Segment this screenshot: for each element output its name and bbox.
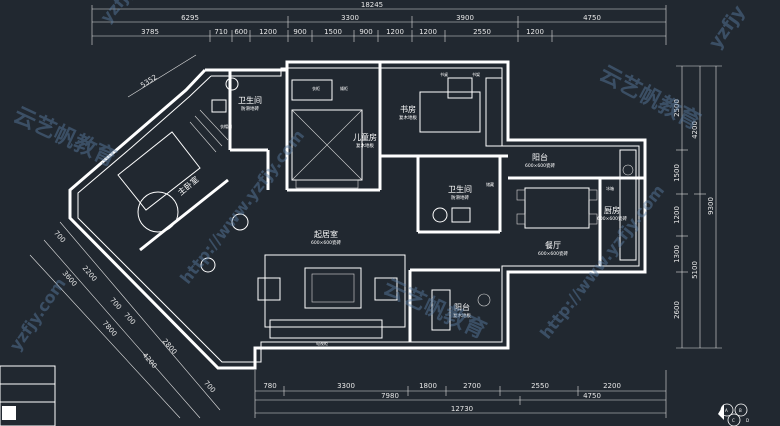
dim-overall-top: 18245 bbox=[361, 1, 383, 9]
room-bath2-sub: 防滑地砖 bbox=[451, 194, 469, 201]
dim-left-c1: 2800 bbox=[161, 337, 179, 356]
room-balcony1-name: 阳台 bbox=[532, 152, 548, 162]
dim-right-in-4: 1300 bbox=[673, 245, 681, 263]
right-dimensions: 2500 1500 1200 1300 2600 4200 5100 9300 bbox=[673, 65, 722, 349]
dim-top-r2-4: 1200 bbox=[259, 28, 277, 36]
dim-bot-r1-2: 3300 bbox=[337, 382, 355, 390]
dim-top-r2-5: 900 bbox=[293, 28, 306, 36]
dim-top-r2-6: 1500 bbox=[324, 28, 342, 36]
dim-bot-r1-1: 780 bbox=[263, 382, 276, 390]
watermark-brand-left: 云艺帆教育 bbox=[9, 102, 120, 172]
dim-bot-r1-3: 1800 bbox=[419, 382, 437, 390]
dim-bot-r1-5: 2550 bbox=[531, 382, 549, 390]
dim-right-in-5: 2600 bbox=[673, 301, 681, 319]
annotation-6: 电视柜 bbox=[316, 340, 328, 346]
room-bath2-name: 卫生间 bbox=[448, 184, 472, 194]
dim-left-top: 5352 bbox=[139, 73, 158, 89]
dim-right-mid-1: 4200 bbox=[691, 121, 699, 139]
dim-left-a3: 700 bbox=[108, 296, 123, 311]
watermark-url-right: http://www.yzfjy.com bbox=[536, 181, 668, 342]
marker-a: A bbox=[725, 408, 728, 413]
marker-b: B bbox=[739, 408, 742, 413]
room-kitchen-name: 厨房 bbox=[604, 205, 620, 215]
room-study-sub: 复木地板 bbox=[399, 114, 417, 121]
dim-top-r1-1: 6295 bbox=[181, 14, 199, 22]
dim-bot-r1-4: 2700 bbox=[463, 382, 481, 390]
dim-top-r2-1: 3785 bbox=[141, 28, 159, 36]
room-study-name: 书房 bbox=[400, 104, 416, 114]
watermark-url-left: yzfjy.com bbox=[6, 274, 70, 354]
dim-left-a1: 700 bbox=[52, 229, 67, 244]
dim-right-in-3: 1200 bbox=[673, 206, 681, 224]
dim-top-r2-2: 710 bbox=[214, 28, 227, 36]
title-block bbox=[0, 365, 56, 426]
watermark-corner-tr: yzfjy bbox=[705, 1, 750, 53]
dim-left-a4: 700 bbox=[122, 311, 137, 326]
annotation-3: 书桌 bbox=[440, 71, 448, 77]
dim-top-r2-7: 900 bbox=[359, 28, 372, 36]
dim-bot-r1-6: 2200 bbox=[603, 382, 621, 390]
annotation-7: 储藏 bbox=[486, 181, 494, 187]
annotation-2: 矮柜 bbox=[340, 85, 348, 91]
dim-top-r1-3: 3900 bbox=[456, 14, 474, 22]
dim-bot-overall: 12730 bbox=[451, 405, 473, 413]
dim-top-r1-4: 4750 bbox=[583, 14, 601, 22]
left-dimensions: 5352 700 2200 700 700 3600 7800 2800 420… bbox=[29, 54, 221, 419]
room-balcony1-sub: 600×600瓷砖 bbox=[525, 162, 555, 169]
dim-top-r2-10: 2550 bbox=[473, 28, 491, 36]
section-marker: A B C D bbox=[718, 403, 749, 426]
watermark-brand-right: 云艺帆教育 bbox=[595, 60, 704, 135]
room-dining-sub: 600×600瓷砖 bbox=[538, 250, 568, 257]
room-child-name: 儿童房 bbox=[353, 132, 377, 142]
room-bath1-name: 卫生间 bbox=[238, 95, 262, 105]
annotation-5: 冰箱 bbox=[606, 185, 614, 191]
room-dining-name: 餐厅 bbox=[545, 241, 561, 250]
annotation-8: 衣帽间 bbox=[220, 123, 232, 129]
exterior-walls bbox=[68, 60, 647, 370]
dim-top-r2-11: 1200 bbox=[526, 28, 544, 36]
interior-walls bbox=[139, 62, 645, 342]
dim-bot-r2-1: 7980 bbox=[381, 392, 399, 400]
dim-right-outer: 9300 bbox=[707, 197, 715, 215]
furniture bbox=[117, 77, 637, 339]
marker-d: D bbox=[746, 418, 749, 423]
dim-top-r1-2: 3300 bbox=[341, 14, 359, 22]
dim-right-in-2: 1500 bbox=[673, 164, 681, 182]
room-living-name: 起居室 bbox=[314, 229, 338, 239]
bottom-dimensions: 780 3300 1800 2700 2550 2200 7980 4750 1… bbox=[254, 370, 667, 418]
dim-bot-r2-2: 4750 bbox=[583, 392, 601, 400]
marker-c: C bbox=[732, 418, 735, 423]
dim-right-in-1: 2500 bbox=[673, 99, 681, 117]
dim-right-mid-2: 5100 bbox=[691, 261, 699, 279]
annotations: 衣柜 矮柜 书桌 书架 冰箱 电视柜 储藏 衣帽间 bbox=[220, 71, 614, 346]
dim-top-r2-9: 1200 bbox=[419, 28, 437, 36]
room-child-sub: 复木地板 bbox=[356, 142, 374, 149]
annotation-1: 衣柜 bbox=[312, 85, 320, 91]
room-balcony2-sub: 复木地板 bbox=[453, 312, 471, 319]
room-bath1-sub: 防滑地砖 bbox=[241, 105, 259, 112]
dim-left-a2: 2200 bbox=[81, 264, 99, 283]
room-kitchen-sub: 600×600瓷砖 bbox=[597, 215, 627, 222]
dim-top-r2-3: 600 bbox=[234, 28, 247, 36]
room-balcony2-name: 阳台 bbox=[454, 302, 470, 312]
watermark-brand-mid: 云艺帆教育 bbox=[379, 274, 490, 344]
annotation-4: 书架 bbox=[472, 71, 480, 77]
watermark-corner-tl: yzfjy bbox=[97, 0, 139, 27]
dim-top-r2-8: 1200 bbox=[386, 28, 404, 36]
top-dimensions: 18245 6295 3300 3900 4750 3785 710 600 1… bbox=[91, 1, 667, 45]
dim-left-bottom: 700 bbox=[202, 379, 217, 394]
room-living-sub: 600×600瓷砖 bbox=[311, 239, 341, 246]
